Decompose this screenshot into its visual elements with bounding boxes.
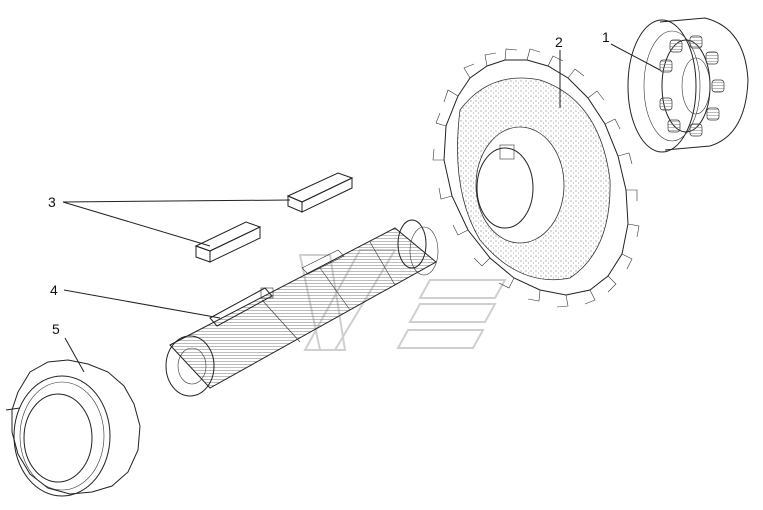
leader-line-3b bbox=[62, 201, 211, 247]
bearing-part-1 bbox=[627, 17, 749, 153]
key-upper-part-3 bbox=[286, 172, 354, 213]
leader-line-5 bbox=[64, 337, 85, 373]
callout-label-3: 3 bbox=[48, 194, 56, 210]
callout-label-5: 5 bbox=[52, 321, 60, 337]
small-gear-part-5 bbox=[5, 359, 141, 497]
shaft-part-4 bbox=[165, 219, 439, 397]
key-lower-part-3 bbox=[194, 221, 262, 263]
leader-line-1 bbox=[610, 43, 661, 71]
leader-line-3a bbox=[62, 199, 291, 203]
large-gear-part-2 bbox=[432, 48, 640, 308]
callout-label-1: 1 bbox=[602, 29, 610, 45]
callout-label-4: 4 bbox=[50, 282, 58, 298]
leader-line-4 bbox=[63, 289, 221, 319]
leader-lines bbox=[62, 43, 661, 373]
callout-label-2: 2 bbox=[555, 34, 563, 50]
